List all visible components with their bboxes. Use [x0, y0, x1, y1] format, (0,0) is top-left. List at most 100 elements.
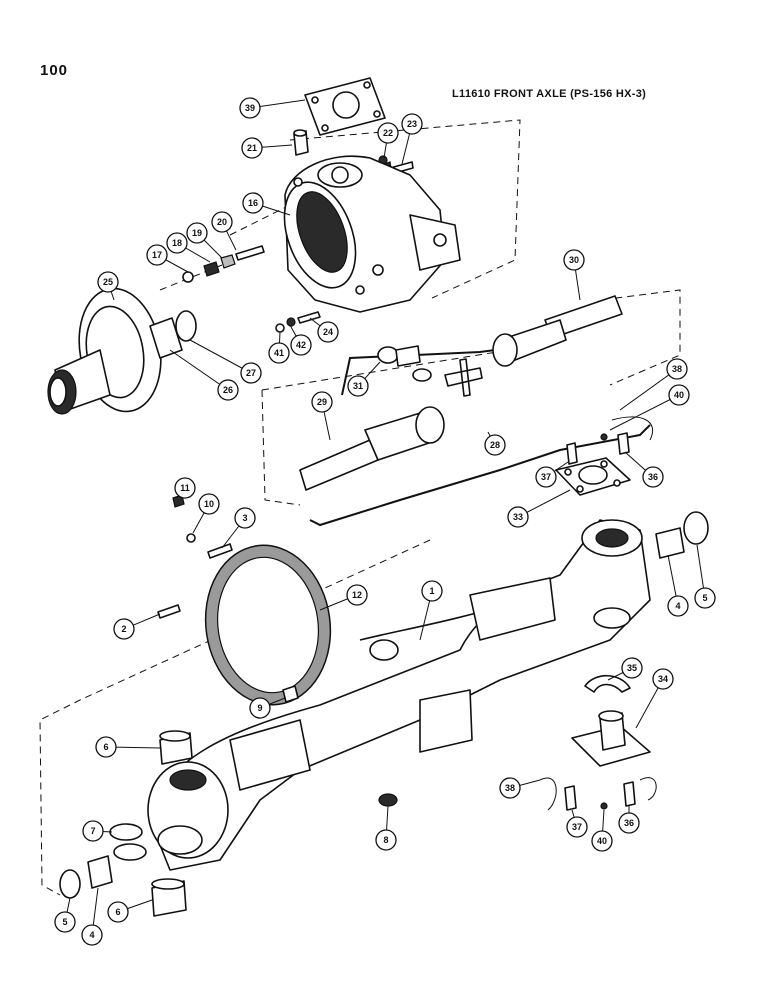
callout-label-42: 42 — [296, 340, 306, 350]
callout-circle-28 — [484, 434, 506, 456]
pivot-plate-33 — [555, 457, 631, 496]
callout-label-4: 4 — [675, 601, 680, 611]
callout-circle-26 — [217, 379, 239, 401]
axle-shaft-29 — [299, 406, 445, 491]
callout-circle-39 — [239, 97, 261, 119]
callout-circle-25 — [97, 271, 119, 293]
callout-circle-10 — [198, 493, 220, 515]
callout-label-4: 4 — [89, 930, 94, 940]
callout-label-27: 27 — [246, 368, 256, 378]
bushing-4-left — [87, 855, 113, 889]
callout-circle-20 — [211, 211, 233, 233]
wire-38-upper — [611, 416, 653, 441]
callout-label-10: 10 — [204, 499, 214, 509]
callout-label-12: 12 — [352, 590, 362, 600]
callout-label-36: 36 — [648, 472, 658, 482]
callout-circle-18 — [166, 232, 188, 254]
callout-circle-42 — [290, 334, 312, 356]
pivot-plate-34 — [571, 710, 651, 767]
callout-circle-38 — [499, 777, 521, 799]
callout-label-1: 1 — [429, 586, 434, 596]
cap-7b — [113, 843, 147, 861]
callout-label-28: 28 — [490, 440, 500, 450]
ring-35 — [584, 674, 631, 693]
callout-circle-41 — [268, 342, 290, 364]
callout-circle-31 — [347, 375, 369, 397]
callout-circle-22 — [377, 122, 399, 144]
callout-label-40: 40 — [674, 390, 684, 400]
callout-circle-37 — [535, 466, 557, 488]
callout-label-34: 34 — [658, 674, 668, 684]
callout-circle-5 — [54, 911, 76, 933]
callout-label-19: 19 — [192, 228, 202, 238]
page-number: 100 — [40, 62, 69, 79]
bearing-31b — [395, 345, 421, 367]
callout-circle-6 — [107, 901, 129, 923]
callout-label-6: 6 — [115, 907, 120, 917]
callout-label-29: 29 — [317, 397, 327, 407]
callout-label-5: 5 — [62, 917, 67, 927]
callout-label-41: 41 — [274, 348, 284, 358]
callout-label-5: 5 — [702, 593, 707, 603]
callout-label-21: 21 — [247, 143, 257, 153]
cap-7a — [109, 823, 143, 841]
callout-circle-12 — [346, 584, 368, 606]
callout-label-22: 22 — [383, 128, 393, 138]
bushing-4-right — [655, 527, 685, 559]
callout-circle-34 — [652, 668, 674, 690]
callout-label-7: 7 — [90, 826, 95, 836]
callout-circle-2 — [113, 618, 135, 640]
callout-leader-27 — [189, 339, 252, 374]
callout-label-23: 23 — [407, 119, 417, 129]
callout-circle-29 — [311, 391, 333, 413]
nut-17 — [182, 271, 194, 283]
washer-41 — [275, 323, 285, 333]
cross-31 — [444, 358, 483, 397]
callout-label-9: 9 — [257, 703, 262, 713]
callout-circle-38 — [666, 358, 688, 380]
callout-label-20: 20 — [217, 217, 227, 227]
callout-circle-6 — [95, 736, 117, 758]
callout-label-36: 36 — [624, 818, 634, 828]
callout-circle-33 — [507, 506, 529, 528]
axle-housing-1 — [147, 519, 651, 871]
callout-label-39: 39 — [245, 103, 255, 113]
bushing-26 — [149, 317, 183, 359]
callout-label-24: 24 — [323, 327, 333, 337]
callout-label-26: 26 — [223, 385, 233, 395]
steering-housing-16 — [283, 155, 461, 313]
callout-circle-5 — [694, 587, 716, 609]
callout-circle-9 — [249, 697, 271, 719]
group-bracket-28 — [309, 424, 651, 527]
callout-label-38: 38 — [505, 783, 515, 793]
callout-label-40: 40 — [597, 836, 607, 846]
pin-20 — [235, 245, 265, 261]
callout-label-6: 6 — [103, 742, 108, 752]
callout-circle-4 — [667, 595, 689, 617]
callout-circle-17 — [146, 244, 168, 266]
stud-2 — [157, 604, 181, 619]
callout-circle-4 — [81, 924, 103, 946]
callout-label-8: 8 — [383, 835, 388, 845]
callout-label-31: 31 — [353, 381, 363, 391]
callout-leader-38 — [619, 368, 678, 411]
callout-circle-40 — [668, 384, 690, 406]
bolt-36-upper — [617, 432, 630, 455]
callout-circle-1 — [421, 580, 443, 602]
bolt-36-lower — [623, 781, 636, 807]
callout-label-37: 37 — [541, 472, 551, 482]
callout-label-37: 37 — [572, 822, 582, 832]
callout-circle-16 — [242, 192, 264, 214]
pin-40-lower — [600, 802, 608, 810]
callout-circle-21 — [241, 137, 263, 159]
seal-5-right — [683, 511, 709, 545]
callout-label-11: 11 — [180, 483, 190, 493]
callout-circle-3 — [234, 507, 256, 529]
axle-shaft-30 — [492, 295, 623, 367]
seal-27 — [175, 310, 197, 342]
washer-10 — [186, 533, 196, 543]
callout-circle-23 — [401, 113, 423, 135]
wire-38-lower — [539, 777, 557, 811]
pin-40-upper — [600, 433, 608, 441]
